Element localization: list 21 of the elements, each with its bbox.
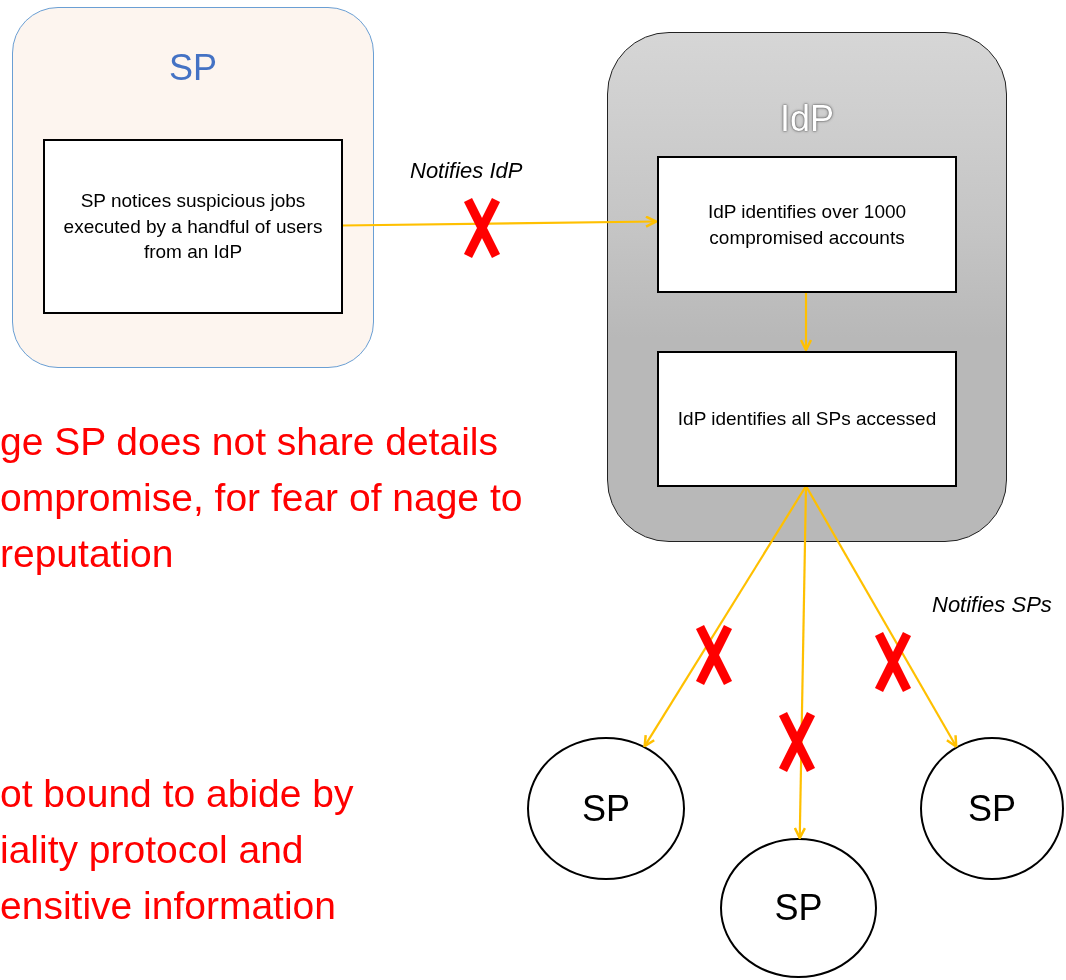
process-box [43, 139, 343, 314]
arrow [805, 485, 958, 748]
container-title: SP [169, 48, 217, 88]
arrow [793, 485, 808, 840]
annotation-text: Notifies SPs [932, 592, 1053, 619]
process-box [657, 351, 957, 487]
box-text: SP notices suspicious jobs executed by a handful of users from an IdP [62, 189, 324, 265]
circle-label: SP [582, 787, 630, 830]
arrow [643, 485, 807, 748]
box-text: IdP identifies over 1000 compromised accounts [706, 199, 908, 250]
arrow [799, 292, 813, 352]
note-text: ot bound to abide by iality protocol and ensitive information [0, 771, 355, 929]
edge-label: Notifies IdP [410, 158, 523, 184]
process-box [657, 156, 957, 293]
note-text: ge SP does not share details ompromise, for fear of nage to reputation [0, 419, 524, 577]
circle-label: SP [968, 787, 1016, 830]
arrow [342, 215, 658, 228]
box-text: IdP identifies all SPs accessed [676, 407, 938, 432]
sp-container [12, 7, 374, 368]
circle-label: SP [774, 887, 823, 929]
idp-container [607, 32, 1007, 542]
